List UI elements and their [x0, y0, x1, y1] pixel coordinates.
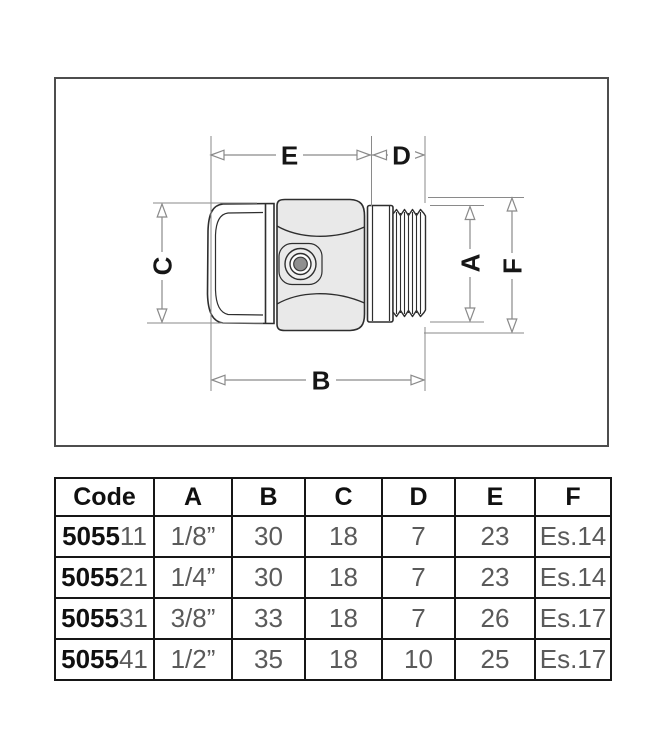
- cell-f: Es.14: [534, 515, 612, 558]
- col-header-b: B: [231, 477, 306, 517]
- col-header-f: F: [534, 477, 612, 517]
- cell-c: 18: [304, 597, 383, 640]
- label-bg-c: [149, 252, 175, 280]
- col-header-e: E: [454, 477, 536, 517]
- cell-b: 33: [231, 597, 306, 640]
- code-suffix: 31: [118, 603, 148, 633]
- cell-c: 18: [304, 638, 383, 681]
- thread-ribs: [395, 212, 422, 314]
- code-prefix: 5055: [61, 603, 119, 633]
- hex-face-divider-top: [276, 225, 365, 237]
- cell-code: 505511: [54, 515, 155, 558]
- cell-a: 1/8”: [153, 515, 233, 558]
- cell-code: 505531: [54, 597, 155, 640]
- spec-table: Code A B C D E F 505511 1/8” 30 18 7 23 …: [54, 477, 612, 681]
- cell-e: 26: [454, 597, 536, 640]
- table-header-row: Code A B C D E F: [54, 477, 612, 517]
- cell-e: 23: [454, 515, 536, 558]
- extension-lines: [147, 136, 524, 391]
- cell-a: 1/4”: [153, 556, 233, 599]
- cell-e: 25: [454, 638, 536, 681]
- dimension-label-b: B: [312, 366, 331, 396]
- cap-body: [206, 202, 275, 325]
- dimension-label-d: D: [392, 141, 411, 171]
- threads-outline: [392, 208, 427, 318]
- dimension-label-a: A: [456, 253, 486, 272]
- label-bg-f: [499, 253, 525, 279]
- diagram-frame: [54, 77, 609, 447]
- cell-b: 30: [231, 556, 306, 599]
- table-row: 505511 1/8” 30 18 7 23 Es.14: [54, 515, 612, 558]
- code-suffix: 41: [118, 644, 148, 674]
- code-suffix: 11: [119, 521, 147, 551]
- table-row: 505541 1/2” 35 18 10 25 Es.17: [54, 638, 612, 681]
- cell-d: 7: [381, 515, 456, 558]
- cell-f: Es.14: [534, 556, 612, 599]
- col-header-c: C: [304, 477, 383, 517]
- cell-c: 18: [304, 556, 383, 599]
- label-bg-b: [306, 367, 336, 393]
- cell-f: Es.17: [534, 638, 612, 681]
- cell-f: Es.17: [534, 597, 612, 640]
- dimension-labels: E D B C A F: [148, 141, 528, 396]
- dimension-label-c: C: [148, 256, 178, 275]
- code-prefix: 5055: [61, 644, 119, 674]
- hole-center: [293, 256, 308, 272]
- cell-e: 23: [454, 556, 536, 599]
- col-header-code: Code: [54, 477, 155, 517]
- cell-d: 7: [381, 556, 456, 599]
- hex-face-divider-bottom: [276, 293, 365, 305]
- cell-a: 3/8”: [153, 597, 233, 640]
- col-header-a: A: [153, 477, 233, 517]
- code-prefix: 5055: [62, 521, 120, 551]
- table-row: 505521 1/4” 30 18 7 23 Es.14: [54, 556, 612, 599]
- cell-code: 505521: [54, 556, 155, 599]
- cap-inner-contour: [214, 211, 264, 316]
- cell-c: 18: [304, 515, 383, 558]
- cell-d: 10: [381, 638, 456, 681]
- label-bg-e: [276, 142, 303, 168]
- label-bg-a: [457, 249, 483, 277]
- cell-a: 1/2”: [153, 638, 233, 681]
- code-suffix: 21: [118, 562, 148, 592]
- dimension-arrowheads: [156, 149, 518, 386]
- dimension-label-e: E: [281, 141, 298, 171]
- cell-b: 30: [231, 515, 306, 558]
- cell-d: 7: [381, 597, 456, 640]
- fitting-drawing: [206, 198, 427, 332]
- col-header-d: D: [381, 477, 456, 517]
- dimension-label-f: F: [498, 258, 528, 274]
- cell-b: 35: [231, 638, 306, 681]
- table-row: 505531 3/8” 33 18 7 26 Es.17: [54, 597, 612, 640]
- code-prefix: 5055: [61, 562, 119, 592]
- cell-code: 505541: [54, 638, 155, 681]
- label-bg-d: [388, 142, 415, 168]
